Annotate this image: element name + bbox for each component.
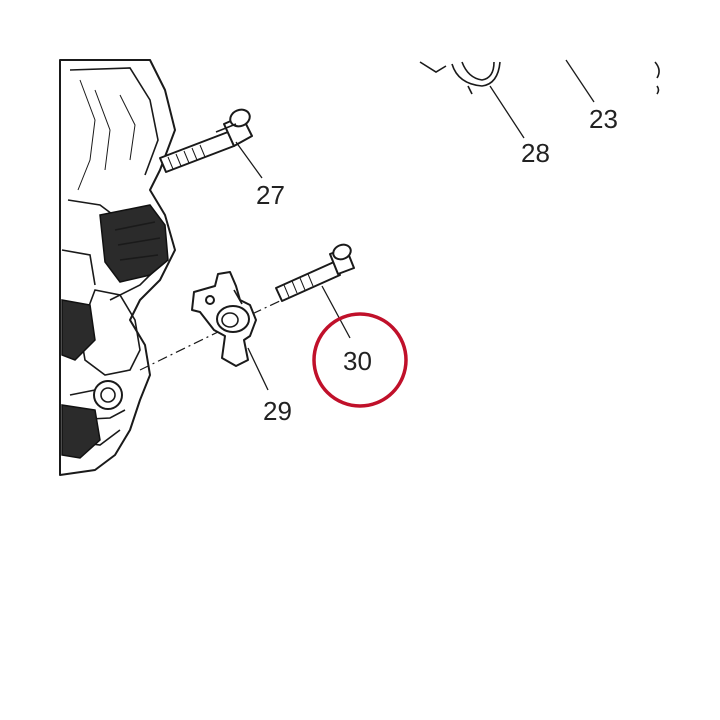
assembly-centerline xyxy=(139,299,283,371)
partial-edge xyxy=(654,61,660,95)
callout-29: 29 xyxy=(263,396,292,426)
bracket-29[interactable] xyxy=(191,271,257,367)
housing-cover xyxy=(59,59,176,476)
leader-28 xyxy=(489,85,525,139)
highlight-circle xyxy=(312,312,408,408)
callout-30: 30 xyxy=(343,346,372,376)
partial-ring-28 xyxy=(419,61,501,95)
bolt-27[interactable] xyxy=(159,107,253,173)
callout-28: 28 xyxy=(521,138,550,168)
bolt-30[interactable] xyxy=(275,242,355,302)
leader-23 xyxy=(565,59,595,103)
leader-29 xyxy=(247,347,269,391)
leader-30 xyxy=(321,285,351,339)
leader-27 xyxy=(235,141,263,179)
callout-27: 27 xyxy=(256,180,285,210)
callout-23: 23 xyxy=(589,104,618,134)
